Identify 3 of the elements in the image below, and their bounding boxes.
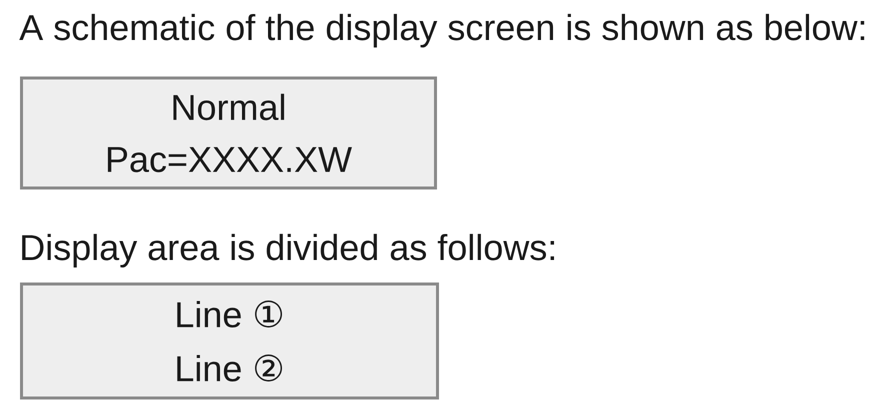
display-box: Line ① Line ②: [20, 282, 439, 400]
intro-sentence: Display area is divided as follows:: [22, 234, 554, 268]
display-box: Normal Pac=XXXX.XW: [20, 76, 437, 190]
